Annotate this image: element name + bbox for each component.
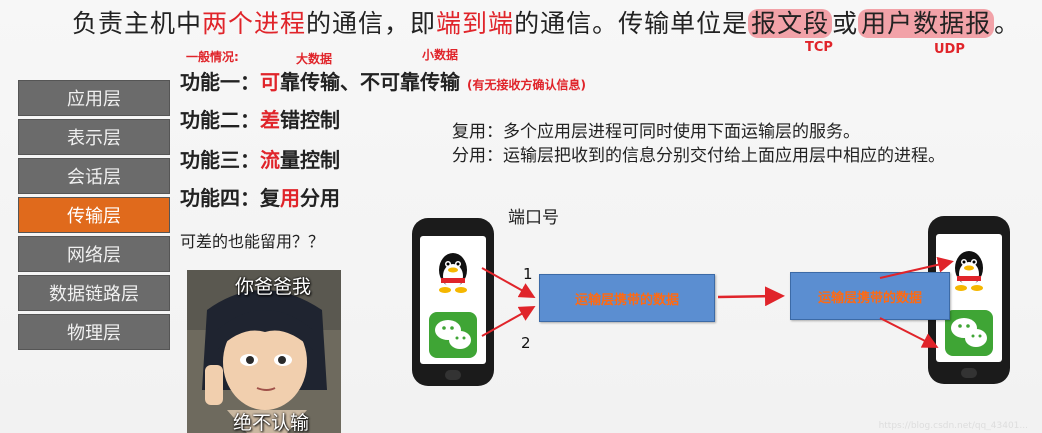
layer-datalink: 数据链路层 — [18, 275, 170, 311]
function-rest: 靠传输、不可靠传输 — [280, 70, 460, 94]
function-prefix: 功能一： — [180, 70, 260, 94]
arrow-wechat-to-box — [481, 306, 536, 337]
highlight-segment: 报文段 — [748, 9, 833, 38]
page-title: 负责主机中两个进程的通信，即端到端的通信。传输单位是报文段或用户数据报。 — [72, 4, 1020, 40]
right-phone-screen — [936, 234, 1002, 362]
function-2: 功能二：差错控制 — [180, 104, 340, 133]
function-rest: 量控制 — [280, 148, 340, 172]
highlight-datagram: 用户数据报 — [858, 9, 995, 38]
qq-icon — [439, 253, 467, 293]
home-button — [445, 370, 461, 380]
title-text: 端到端 — [436, 9, 515, 38]
arrow-qq-to-box — [481, 267, 536, 298]
udp-label: UDP — [934, 42, 965, 57]
title-text: 或 — [832, 9, 859, 38]
title-text: 的通信。传输单位是 — [514, 9, 749, 38]
function-red: 用 — [280, 186, 300, 210]
port-label: 端口号 — [508, 208, 559, 228]
meme-image: 你爸爸我 绝不认输 — [187, 270, 341, 433]
osi-layer-stack: 应用层 表示层 会话层 传输层 网络层 数据链路层 物理层 — [18, 80, 170, 353]
title-text: 两个进程 — [202, 9, 307, 38]
home-button — [961, 368, 977, 378]
title-text: 负责主机中 — [72, 9, 203, 38]
wechat-icon — [945, 310, 993, 356]
function-prefix: 功能二： — [180, 108, 260, 132]
meme-bottom-text: 绝不认输 — [233, 412, 310, 433]
title-text: 的通信，即 — [306, 9, 437, 38]
function-4: 功能四：复用分用 — [180, 182, 340, 211]
function-rest: 复 — [260, 186, 280, 210]
question-text: 可差的也能留用？？ — [180, 232, 325, 251]
left-phone — [412, 218, 494, 386]
arrow-box-to-wechat — [879, 317, 939, 348]
function-prefix: 功能三： — [180, 148, 260, 172]
function-rest: 分用 — [300, 186, 340, 210]
function-note: (有无接收方确认信息) — [466, 78, 586, 92]
title-text: 。 — [994, 9, 1021, 38]
qq-icon — [955, 251, 983, 291]
left-phone-screen — [420, 236, 486, 364]
function-rest: 错控制 — [280, 108, 340, 132]
layer-network: 网络层 — [18, 236, 170, 272]
data-box-left: 运输层携带的数据 — [539, 274, 715, 322]
tcp-label: TCP — [805, 40, 833, 55]
function-red: 流 — [260, 148, 280, 172]
small-data-label: 小数据 — [422, 48, 459, 62]
watermark: https://blog.csdn.net/qq_43401... — [878, 421, 1028, 431]
function-1: 功能一：可靠传输、不可靠传输 (有无接收方确认信息) — [180, 66, 586, 95]
arrow-number-1: 1 — [523, 265, 533, 283]
layer-application: 应用层 — [18, 80, 170, 116]
function-red: 差 — [260, 108, 280, 132]
layer-presentation: 表示层 — [18, 119, 170, 155]
wechat-icon — [429, 312, 477, 358]
function-prefix: 功能四： — [180, 186, 260, 210]
arrow-box-to-box — [717, 286, 785, 307]
layer-transport: 传输层 — [18, 197, 170, 233]
layer-session: 会话层 — [18, 158, 170, 194]
data-box-right: 运输层携带的数据 — [790, 272, 950, 320]
general-label: 一般情况: — [186, 50, 239, 64]
multiplex-text: 复用：多个应用层进程可同时使用下面运输层的服务。 — [452, 122, 860, 142]
meme-top-text: 你爸爸我 — [235, 276, 312, 298]
arrow-number-2: 2 — [521, 334, 531, 352]
big-data-label: 大数据 — [296, 52, 333, 66]
function-red: 可 — [260, 70, 280, 94]
layer-physical: 物理层 — [18, 314, 170, 350]
meme-illustration — [187, 270, 341, 433]
function-3: 功能三：流量控制 — [180, 144, 340, 173]
arrow-box-to-qq — [879, 256, 954, 279]
demultiplex-text: 分用：运输层把收到的信息分别交付给上面应用层中相应的进程。 — [452, 146, 945, 166]
